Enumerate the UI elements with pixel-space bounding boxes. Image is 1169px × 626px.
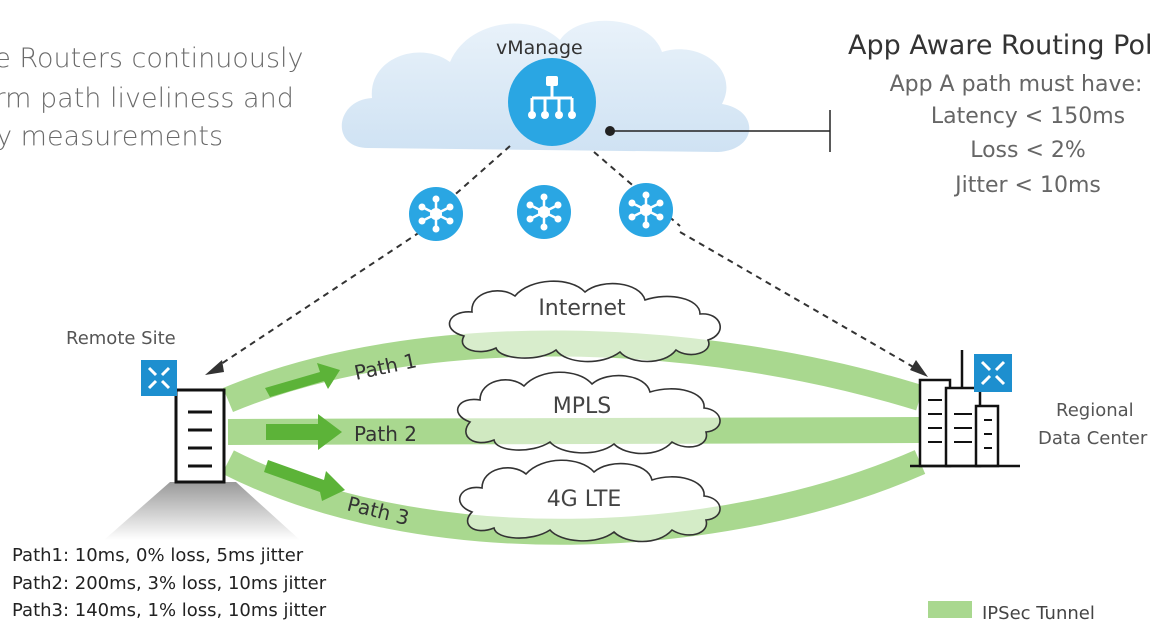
legend-label: IPSec Tunnel bbox=[982, 603, 1095, 624]
internet-cloud bbox=[448, 280, 721, 363]
path-stat-1: Path1: 10ms, 0% loss, 5ms jitter bbox=[12, 545, 304, 566]
path-stat-3: Path3: 140ms, 1% loss, 10ms jitter bbox=[12, 600, 327, 621]
remote-site-label: Remote Site bbox=[66, 328, 176, 349]
datacenter-label-line-1: Regional bbox=[1056, 400, 1134, 421]
ipsec-tunnel-2 bbox=[227, 417, 921, 445]
control-arrowhead-remote bbox=[205, 360, 224, 375]
router-icon bbox=[141, 360, 177, 396]
intro-line-1: ge Routers continuously bbox=[0, 43, 304, 74]
4g-lte-cloud bbox=[459, 459, 721, 543]
mpls-label: MPLS bbox=[552, 394, 612, 419]
4g-lte-label: 4G LTE bbox=[546, 487, 622, 512]
router-icon bbox=[974, 354, 1012, 392]
mpls-cloud bbox=[457, 371, 721, 455]
policy-title: App Aware Routing Pol bbox=[848, 30, 1153, 61]
vmanage-label: vManage bbox=[496, 37, 583, 59]
policy-rule-latency: Latency < 150ms bbox=[930, 104, 1126, 129]
policy-rule-loss: Loss < 2% bbox=[970, 138, 1086, 163]
policy-rule-jitter: Jitter < 10ms bbox=[955, 173, 1101, 198]
control-line-dc bbox=[679, 231, 923, 373]
path-2-arrow bbox=[266, 414, 342, 450]
datacenter-label-line-2: Data Center bbox=[1038, 428, 1148, 449]
vmanage-icon bbox=[508, 58, 596, 146]
building-icon bbox=[104, 388, 300, 540]
path-stat-2: Path2: 200ms, 3% loss, 10ms jitter bbox=[12, 573, 327, 594]
path-2-label: Path 2 bbox=[354, 422, 417, 446]
intro-line-2: orm path liveliness and bbox=[0, 83, 294, 114]
datacenter-icon bbox=[910, 350, 1020, 468]
control-arrowhead-dc bbox=[910, 360, 928, 377]
controller-icon bbox=[619, 183, 673, 237]
intro-line-3: ity measurements bbox=[0, 121, 224, 152]
path-1-arrow bbox=[265, 363, 340, 397]
control-line-remote bbox=[211, 231, 421, 371]
legend-swatch bbox=[928, 601, 972, 618]
controller-icon bbox=[517, 185, 571, 239]
path-3-arrow bbox=[264, 460, 345, 501]
controller-icon bbox=[409, 187, 463, 241]
internet-label: Internet bbox=[538, 296, 626, 321]
control-line-vmanage-remote bbox=[423, 145, 511, 223]
policy-subtitle: App A path must have: bbox=[889, 72, 1143, 97]
